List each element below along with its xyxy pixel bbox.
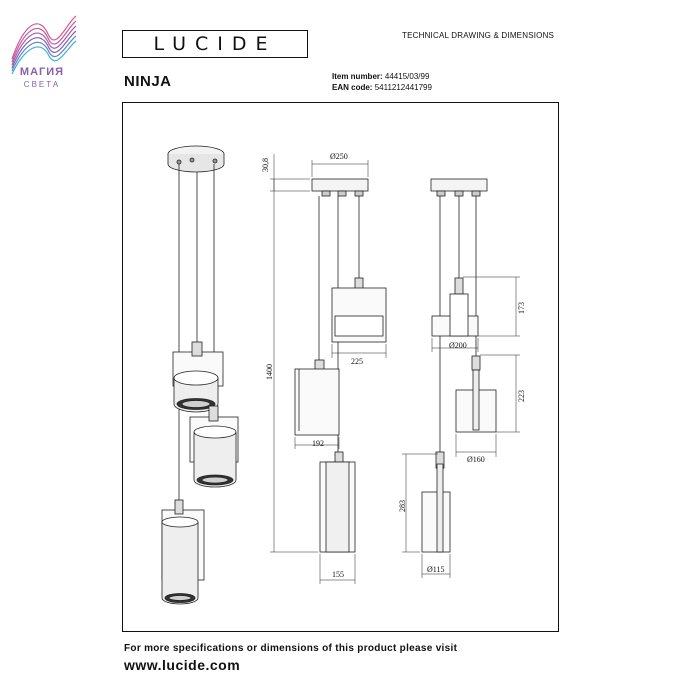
item-number-line: Item number: 44415/03/99 xyxy=(332,72,429,81)
dim-total-height: 1400 xyxy=(265,364,274,380)
ean-code-label: EAN code: xyxy=(332,83,373,92)
magiya-sveta-watermark-logo xyxy=(11,15,77,75)
front-canopy xyxy=(311,178,369,192)
item-number-label: Item number: xyxy=(332,72,383,81)
dim-canopy-diameter: Ø250 xyxy=(330,152,348,161)
product-name: NINJA xyxy=(124,73,172,90)
dim-bottom-shade-width: 155 xyxy=(332,570,344,579)
perspective-shade-top xyxy=(172,341,224,413)
lucide-logo-frame xyxy=(122,30,308,58)
drawing-frame xyxy=(122,102,559,632)
dim-top-shade-diameter: Ø200 xyxy=(449,341,467,350)
document-title: TECHNICAL DRAWING & DIMENSIONS xyxy=(402,31,555,40)
footer-more-info: For more specifications or dimensions of… xyxy=(124,643,458,654)
dim-middle-shade-height: 223 xyxy=(517,390,526,402)
side-canopy xyxy=(430,178,488,192)
perspective-view xyxy=(161,145,239,605)
dim-top-shade-height: 173 xyxy=(517,302,526,314)
ean-code-line: EAN code: 5411212441799 xyxy=(332,83,432,92)
item-number-value: 44415/03/99 xyxy=(384,72,430,81)
dim-bottom-shade-height: 283 xyxy=(398,500,407,512)
side-dimension-lines xyxy=(402,276,520,578)
watermark-subtext: СВЕТА xyxy=(23,80,61,89)
dim-top-shade-width: 225 xyxy=(351,357,363,366)
dim-bottom-shade-diameter: Ø115 xyxy=(427,565,444,574)
technical-drawing: Ø250 30,8 1400 225 192 155 xyxy=(161,145,526,605)
front-dimension-lines xyxy=(270,154,387,584)
side-elevation xyxy=(421,178,497,553)
lucide-logo: LUCIDE xyxy=(153,33,277,55)
footer-website-link[interactable]: www.lucide.com xyxy=(124,657,241,673)
perspective-shade-bottom xyxy=(161,499,205,605)
side-shade-bottom xyxy=(421,491,451,553)
dim-middle-shade-diameter: Ø160 xyxy=(467,455,485,464)
dim-middle-shade-width: 192 xyxy=(312,439,324,448)
front-elevation xyxy=(294,178,387,553)
front-shade-middle xyxy=(294,368,340,436)
watermark-text: МАГИЯ xyxy=(19,66,65,78)
ean-code-value: 5411212441799 xyxy=(374,83,432,92)
dim-canopy-height: 30,8 xyxy=(261,158,270,172)
perspective-shade-middle xyxy=(189,405,239,488)
